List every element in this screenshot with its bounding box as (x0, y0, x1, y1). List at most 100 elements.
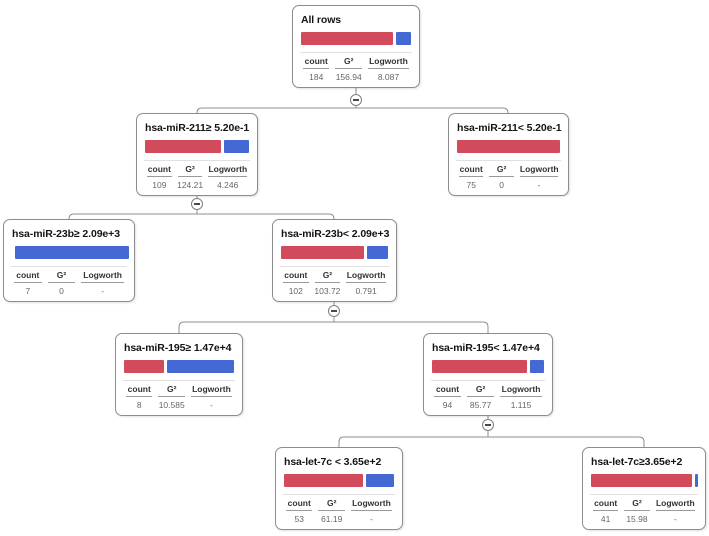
logworth-header: Logworth (500, 384, 542, 397)
minus-icon (485, 424, 491, 426)
count-value: 8 (136, 400, 142, 410)
count-header: count (286, 498, 313, 511)
g2-header: G² (467, 384, 495, 397)
logworth-value: - (210, 400, 213, 410)
g2-value: 156.94 (335, 72, 362, 82)
minus-icon (194, 203, 200, 205)
g2-value: 85.77 (469, 400, 492, 410)
g2-header: G² (624, 498, 650, 511)
bar-red-segment (284, 474, 364, 487)
connector-mir195-children (338, 412, 645, 449)
stat-table: count 109 G² 124.21 Logworth 4.246 (144, 160, 250, 190)
logworth-header: Logworth (346, 270, 386, 283)
count-value: 109 (152, 180, 167, 190)
count-value: 7 (25, 286, 31, 296)
count-header: count (126, 384, 153, 397)
logworth-value: - (673, 514, 677, 524)
minus-icon (331, 310, 337, 312)
bar-red-segment (281, 246, 365, 259)
collapse-toggle-button[interactable] (482, 419, 494, 431)
count-header: count (459, 164, 484, 177)
g2-value: 61.19 (321, 514, 343, 524)
bar-red-segment (301, 32, 394, 45)
logworth-header: Logworth (367, 56, 409, 69)
count-value: 102 (288, 286, 303, 296)
bar-red-segment (591, 474, 693, 487)
bar-blue-segment (15, 246, 129, 259)
collapse-toggle-button[interactable] (328, 305, 340, 317)
node-mir195-ge[interactable]: hsa-miR-195≥ 1.47e+4 count 8 G² 10.585 Log… (115, 333, 243, 416)
node-all-rows[interactable]: All rows count 184 G² 156.94 Logworth 8.087 (292, 5, 420, 88)
g2-header: G² (158, 384, 185, 397)
logworth-value: - (370, 514, 373, 524)
logworth-value: 8.087 (377, 72, 400, 82)
g2-value: 0 (59, 286, 64, 296)
class-probability-bar (591, 474, 698, 487)
class-probability-bar (281, 246, 388, 259)
g2-value: 103.72 (314, 286, 341, 296)
minus-icon (353, 99, 359, 101)
logworth-header: Logworth (350, 498, 392, 511)
bar-red-segment (145, 140, 221, 153)
bar-red-segment (457, 140, 560, 153)
node-title: hsa-miR-23b< 2.09e+3 (281, 228, 390, 240)
g2-value: 0 (499, 180, 505, 190)
g2-header: G² (177, 164, 203, 177)
collapse-toggle-button[interactable] (350, 94, 362, 106)
class-probability-bar (124, 360, 235, 373)
count-value: 94 (442, 400, 453, 410)
class-probability-bar (432, 360, 545, 373)
class-probability-bar (284, 474, 395, 487)
node-title: hsa-miR-211< 5.20e-1 (457, 122, 562, 134)
count-header: count (14, 270, 42, 283)
bar-blue-segment (366, 474, 395, 487)
count-value: 41 (600, 514, 611, 524)
g2-header: G² (335, 56, 362, 69)
class-probability-bar (145, 140, 250, 153)
stat-table: count 184 G² 156.94 Logworth 8.087 (300, 52, 412, 82)
count-header: count (147, 164, 172, 177)
g2-value: 10.585 (158, 400, 185, 410)
count-value: 184 (309, 72, 324, 82)
count-header: count (593, 498, 619, 511)
bar-red-segment (432, 360, 527, 373)
logworth-value: 4.246 (217, 180, 239, 190)
node-title: All rows (301, 14, 342, 26)
node-title: hsa-let-7c≥3.65e+2 (591, 456, 683, 468)
g2-value: 124.21 (177, 180, 204, 190)
node-title: hsa-let-7c < 3.65e+2 (284, 456, 382, 468)
logworth-header: Logworth (519, 164, 559, 177)
bar-blue-segment (223, 140, 250, 153)
logworth-header: Logworth (81, 270, 124, 283)
logworth-header: Logworth (208, 164, 247, 177)
node-title: hsa-miR-195≥ 1.47e+4 (124, 342, 232, 354)
node-title: hsa-miR-195< 1.47e+4 (432, 342, 540, 354)
bar-blue-segment (529, 360, 545, 373)
g2-header: G² (318, 498, 345, 511)
g2-value: 15.98 (626, 514, 648, 524)
node-let7c-lt[interactable]: hsa-let-7c < 3.65e+2 count 53 G² 61.19 Log… (275, 447, 403, 530)
stat-table: count 7 G² 0 Logworth - (11, 266, 127, 296)
class-probability-bar (12, 246, 129, 259)
bar-blue-segment (396, 32, 412, 45)
class-probability-bar (457, 140, 560, 153)
bar-blue-segment (367, 246, 388, 259)
logworth-header: Logworth (190, 384, 232, 397)
collapse-toggle-button[interactable] (191, 198, 203, 210)
count-value: 53 (294, 514, 304, 524)
stat-table: count 8 G² 10.585 Logworth - (123, 380, 235, 410)
count-header: count (303, 56, 330, 69)
logworth-value: - (101, 286, 105, 296)
g2-header: G² (47, 270, 76, 283)
bar-red-segment (124, 360, 164, 373)
